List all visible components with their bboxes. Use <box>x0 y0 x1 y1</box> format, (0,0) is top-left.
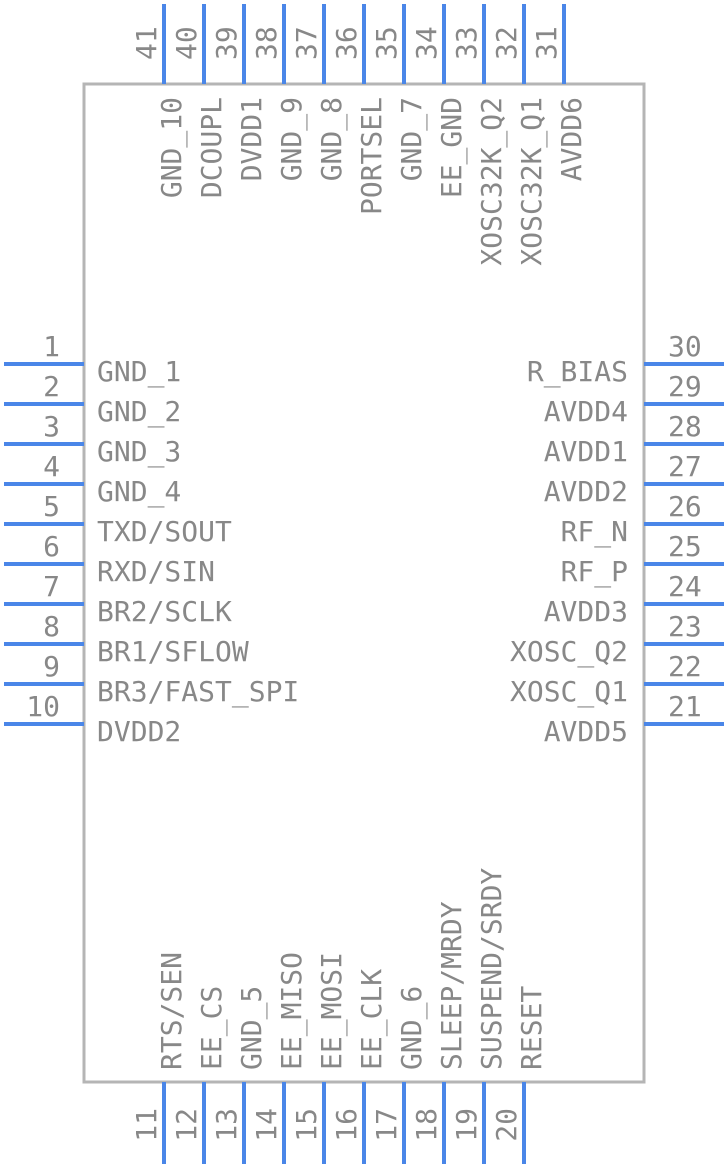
pin-31-number: 31 <box>530 26 563 60</box>
ic-body <box>82 82 646 1084</box>
pin-12-number: 12 <box>170 1108 203 1142</box>
pin-label-dcoupl: DCOUPL <box>195 97 228 198</box>
pin-label-avdd1: AVDD1 <box>544 435 628 468</box>
pin-4-number: 4 <box>43 450 60 483</box>
pin-label-suspend-srdy: SUSPEND/SRDY <box>475 868 508 1070</box>
pin-10-number: 10 <box>26 690 60 723</box>
pin-label-gnd-1: GND_1 <box>97 355 181 389</box>
pin-label-rxd-sin: RXD/SIN <box>97 555 215 588</box>
pin-label-dvdd2: DVDD2 <box>97 715 181 748</box>
pin-label-xosc32k-q2: XOSC32K_Q2 <box>475 97 509 266</box>
pin-label-ee-gnd: EE_GND <box>435 97 469 198</box>
pin-27-number: 27 <box>668 450 702 483</box>
pin-33-number: 33 <box>450 26 483 60</box>
pin-label-ee-miso: EE_MISO <box>275 952 309 1070</box>
pin-label-gnd-10: GND_10 <box>155 97 189 198</box>
pin-21-number: 21 <box>668 690 702 723</box>
pin-23-number: 23 <box>668 610 702 643</box>
pin-41-number: 41 <box>130 26 163 60</box>
pin-26-number: 26 <box>668 490 702 523</box>
pin-24-number: 24 <box>668 570 702 603</box>
pin-2-number: 2 <box>43 370 60 403</box>
pin-label-dvdd1: DVDD1 <box>235 97 268 181</box>
pin-3-number: 3 <box>43 410 60 443</box>
pin-label-avdd5: AVDD5 <box>544 715 628 748</box>
pin-28-number: 28 <box>668 410 702 443</box>
pin-label-avdd4: AVDD4 <box>544 395 628 428</box>
pin-label-gnd-3: GND_3 <box>97 435 181 469</box>
pin-label-avdd2: AVDD2 <box>544 475 628 508</box>
pin-label-avdd3: AVDD3 <box>544 595 628 628</box>
pin-13-number: 13 <box>210 1108 243 1142</box>
pin-32-number: 32 <box>490 26 523 60</box>
pin-label-gnd-7: GND_7 <box>395 97 429 181</box>
pin-9-number: 9 <box>43 650 60 683</box>
pin-label-txd-sout: TXD/SOUT <box>97 515 232 548</box>
pin-label-br1-sflow: BR1/SFLOW <box>97 635 249 668</box>
pin-11-number: 11 <box>130 1108 163 1142</box>
pin-29-number: 29 <box>668 370 702 403</box>
pin-label-xosc-q1: XOSC_Q1 <box>510 675 628 709</box>
pin-34-number: 34 <box>410 26 443 60</box>
pin-label-gnd-2: GND_2 <box>97 395 181 429</box>
pin-20-number: 20 <box>490 1108 523 1142</box>
pin-label-br3-fast-spi: BR3/FAST_SPI <box>97 675 299 709</box>
pin-label-gnd-9: GND_9 <box>275 97 309 181</box>
pin-label-br2-sclk: BR2/SCLK <box>97 595 232 628</box>
pin-6-number: 6 <box>43 530 60 563</box>
pin-16-number: 16 <box>330 1108 363 1142</box>
pin-25-number: 25 <box>668 530 702 563</box>
pin-39-number: 39 <box>210 26 243 60</box>
pin-label-portsel: PORTSEL <box>355 97 388 215</box>
pin-38-number: 38 <box>250 26 283 60</box>
pin-label-r-bias: R_BIAS <box>527 355 628 389</box>
pin-label-rf-n: RF_N <box>561 515 628 549</box>
pin-7-number: 7 <box>43 570 60 603</box>
pin-label-gnd-8: GND_8 <box>315 97 349 181</box>
pin-label-avdd6: AVDD6 <box>555 97 588 181</box>
pin-label-rf-p: RF_P <box>561 555 628 589</box>
pin-label-rts-sen: RTS/SEN <box>155 952 188 1070</box>
pin-label-gnd-4: GND_4 <box>97 475 181 509</box>
pin-15-number: 15 <box>290 1108 323 1142</box>
pin-label-ee-cs: EE_CS <box>195 986 229 1070</box>
pin-22-number: 22 <box>668 650 702 683</box>
pin-label-sleep-mrdy: SLEEP/MRDY <box>435 901 468 1070</box>
pin-40-number: 40 <box>170 26 203 60</box>
pin-label-gnd-6: GND_6 <box>395 986 429 1070</box>
pin-label-reset: RESET <box>515 986 548 1070</box>
pin-17-number: 17 <box>370 1108 403 1142</box>
pin-5-number: 5 <box>43 490 60 523</box>
pin-8-number: 8 <box>43 610 60 643</box>
pin-37-number: 37 <box>290 26 323 60</box>
pin-label-ee-clk: EE_CLK <box>355 969 389 1070</box>
pin-35-number: 35 <box>370 26 403 60</box>
pin-14-number: 14 <box>250 1108 283 1142</box>
pin-label-xosc-q2: XOSC_Q2 <box>510 635 628 669</box>
pin-36-number: 36 <box>330 26 363 60</box>
pin-19-number: 19 <box>450 1108 483 1142</box>
pin-label-xosc32k-q1: XOSC32K_Q1 <box>515 97 549 266</box>
pin-label-ee-mosi: EE_MOSI <box>315 952 349 1070</box>
pin-1-number: 1 <box>43 330 60 363</box>
pin-18-number: 18 <box>410 1108 443 1142</box>
pin-30-number: 30 <box>668 330 702 363</box>
pin-label-gnd-5: GND_5 <box>235 986 269 1070</box>
